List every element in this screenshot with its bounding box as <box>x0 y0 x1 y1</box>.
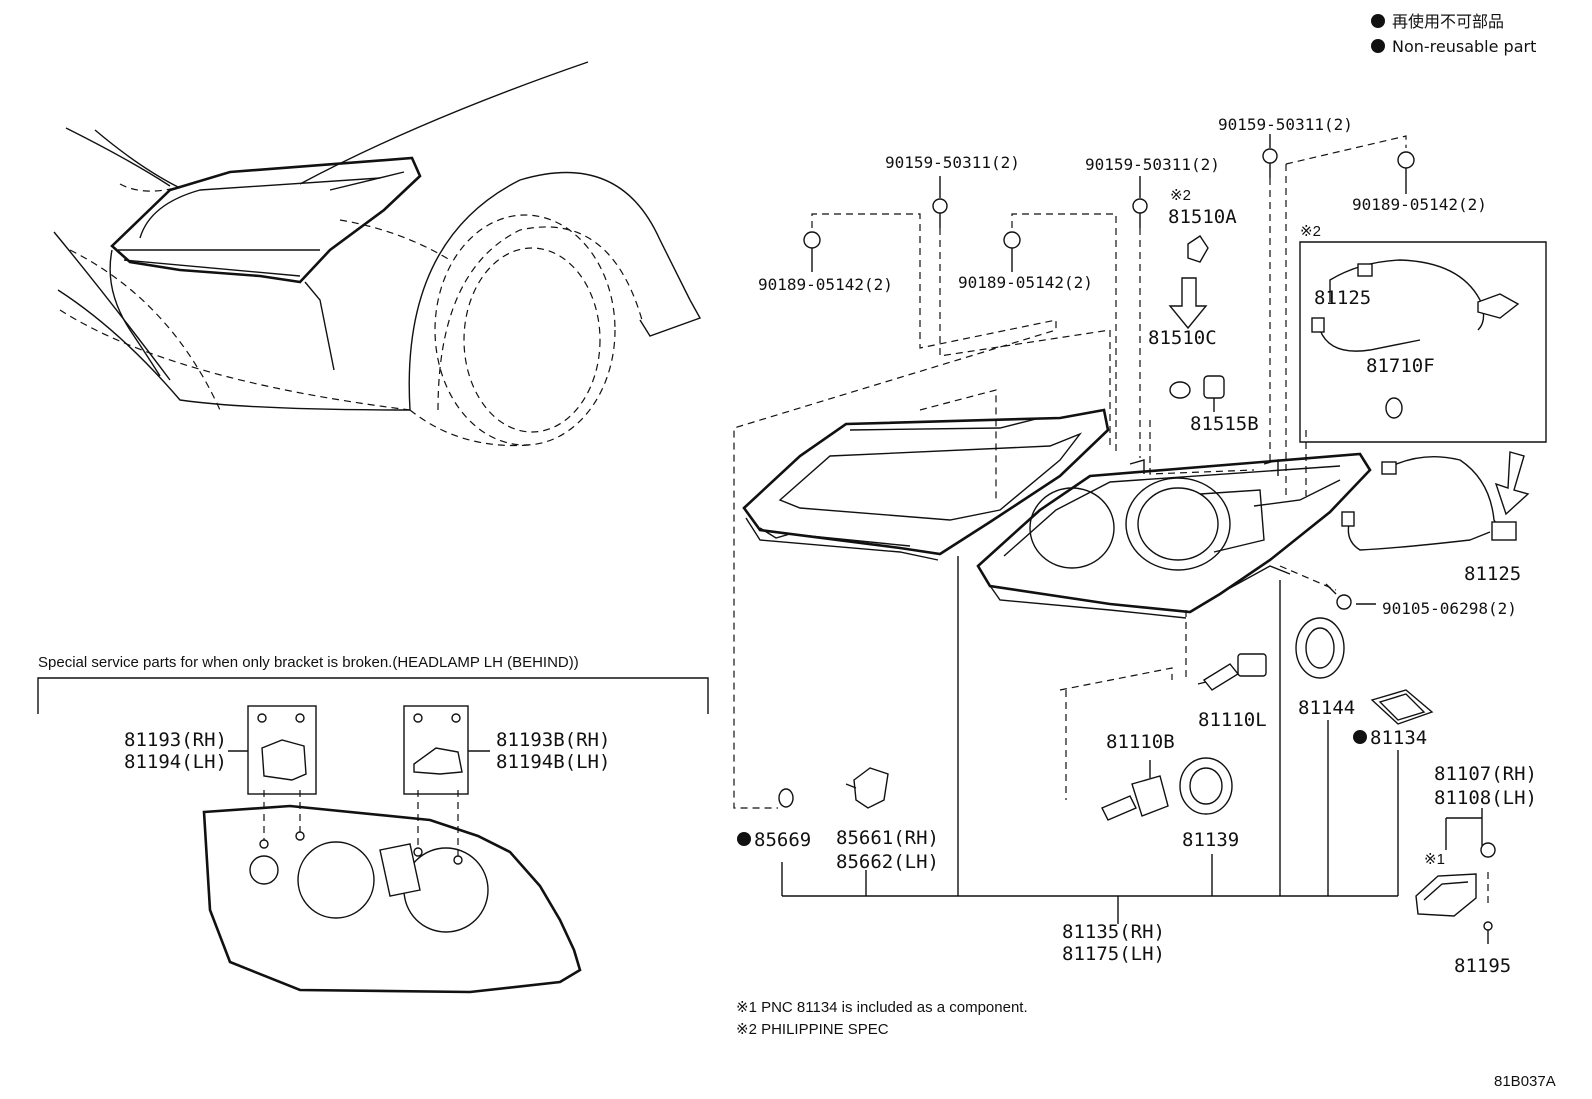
bulb-81510c <box>1169 375 1225 412</box>
guide-lines <box>733 135 1489 904</box>
label-clip-c: 90189-05142(2) <box>1352 195 1487 214</box>
non-reusable-dot-icon <box>1371 14 1385 28</box>
bracket-81193 <box>228 705 317 795</box>
vehicle-location-view <box>53 61 702 447</box>
cover-81144 <box>1295 617 1345 679</box>
part-labels: 90159-50311(2) 90159-50311(2) 90159-5031… <box>124 115 1537 977</box>
bolt-90105 <box>1325 583 1352 610</box>
actuator-85661 <box>845 767 889 809</box>
label-actuator-lh: 85662(LH) <box>836 851 939 873</box>
label-bulb-c: 81510C <box>1148 327 1217 349</box>
screw-icon <box>1132 198 1148 228</box>
label-wire-top: 81125 <box>1314 287 1371 309</box>
arrow-down-icon <box>1168 277 1208 330</box>
label-bracket2-lh: 81194B(LH) <box>496 751 610 773</box>
cover-81139 <box>1179 757 1233 815</box>
footnotes: ※1 PNC 81134 is included as a component.… <box>736 999 1028 1038</box>
label-bracket1-lh: 81194(LH) <box>124 751 227 773</box>
screw-icon <box>932 198 948 228</box>
legend-jp: 再使用不可部品 <box>1392 12 1504 31</box>
headlamp-exploded-view <box>733 134 1547 944</box>
bulb-81110b <box>1101 760 1169 821</box>
clip-icon <box>1003 231 1021 262</box>
label-bolt: 90105-06298(2) <box>1382 599 1517 618</box>
note2-mark-a: ※2 <box>1170 187 1191 204</box>
legend-en: Non-reusable part <box>1392 37 1536 56</box>
wire-harness-box <box>1299 241 1547 443</box>
bracket-service-panel: Special service parts for when only brac… <box>37 654 709 994</box>
note2-mark-b: ※2 <box>1300 223 1321 240</box>
label-cover-2: 81139 <box>1182 829 1239 851</box>
label-screw-b: 90159-50311(2) <box>1085 155 1220 174</box>
oring-85669 <box>778 788 794 808</box>
wire-harness-side <box>1341 451 1530 551</box>
non-reusable-dot-icon <box>737 832 751 846</box>
bracket-panel-title: Special service parts for when only brac… <box>38 654 579 671</box>
label-gasket: 81134 <box>1370 727 1427 749</box>
arrow-down-icon <box>1494 451 1530 516</box>
bracket-81193b <box>403 705 490 795</box>
label-bulb-l: 81110L <box>1198 709 1267 731</box>
headlamp-back-outline <box>202 804 582 994</box>
top-fasteners <box>803 148 1415 262</box>
label-lamp-rh: 81135(RH) <box>1062 921 1165 943</box>
label-clip-a: 90189-05142(2) <box>758 275 893 294</box>
label-socket-b: 81515B <box>1190 413 1259 435</box>
label-lamp-lh: 81175(LH) <box>1062 943 1165 965</box>
label-screw-a: 90159-50311(2) <box>885 153 1020 172</box>
legend: 再使用不可部品 Non-reusable part <box>1371 12 1536 56</box>
lamp-computer-81107 <box>1415 842 1496 944</box>
bulb-81510a <box>1168 235 1209 330</box>
bulb-81110l <box>1197 653 1267 691</box>
footnote-2: ※2 PHILIPPINE SPEC <box>736 1021 889 1038</box>
note1-mark: ※1 <box>1424 851 1445 868</box>
non-reusable-dot-icon <box>1353 730 1367 744</box>
headlamp-housing <box>976 452 1372 619</box>
leader-lines <box>781 134 1483 924</box>
label-cover-1: 81144 <box>1298 697 1355 719</box>
label-screw-c: 90159-50311(2) <box>1218 115 1353 134</box>
label-computer-lh: 81108(LH) <box>1434 787 1537 809</box>
label-wire-side: 81125 <box>1464 563 1521 585</box>
label-bulb-a: 81510A <box>1168 206 1237 228</box>
label-bracket1-rh: 81193(RH) <box>124 729 227 751</box>
label-clip-b: 90189-05142(2) <box>958 273 1093 292</box>
label-actuator-rh: 85661(RH) <box>836 827 939 849</box>
label-bolt-small: 81195 <box>1454 955 1511 977</box>
label-oring: 85669 <box>754 829 811 851</box>
label-bulb-f: 81710F <box>1366 355 1435 377</box>
gasket-81134 <box>1370 689 1434 725</box>
clip-icon <box>1397 151 1415 182</box>
clip-icon <box>803 231 821 262</box>
headlamp-lens <box>742 408 1110 561</box>
screw-icon <box>1262 148 1278 178</box>
label-bulb-b: 81110B <box>1106 731 1175 753</box>
label-computer-rh: 81107(RH) <box>1434 763 1537 785</box>
non-reusable-dot-icon <box>1371 39 1385 53</box>
footnote-1: ※1 PNC 81134 is included as a component. <box>736 999 1028 1016</box>
figure-code: 81B037A <box>1494 1073 1556 1090</box>
label-bracket2-rh: 81193B(RH) <box>496 729 610 751</box>
